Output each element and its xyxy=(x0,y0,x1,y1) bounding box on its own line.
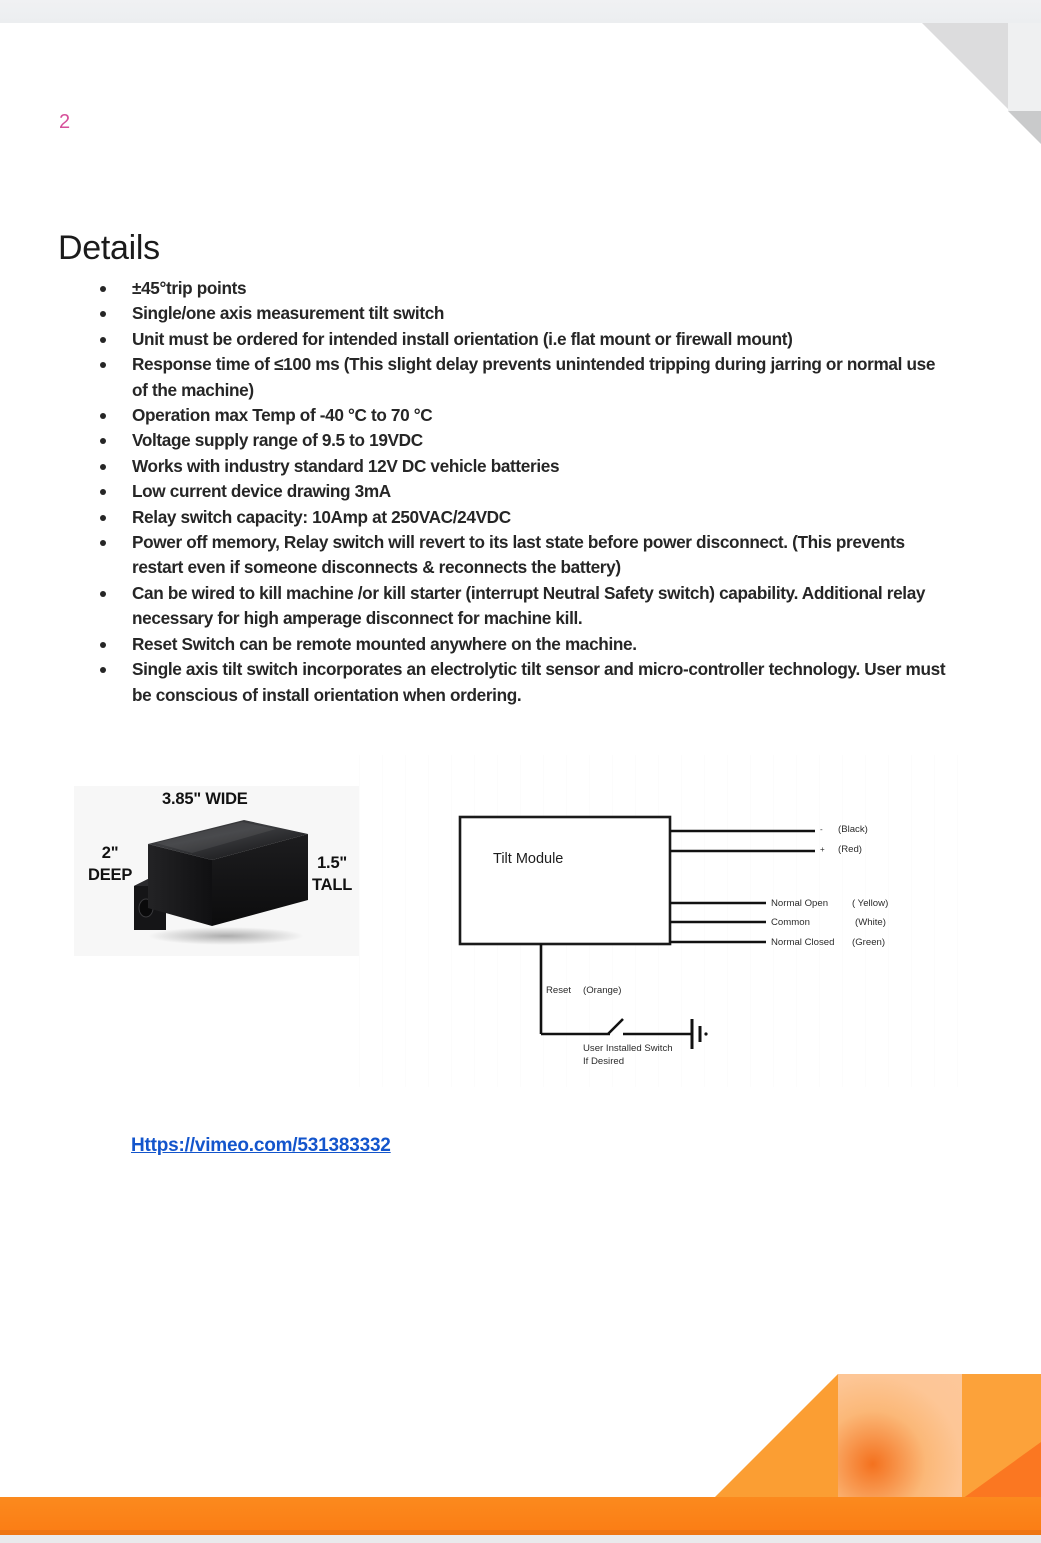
vimeo-link[interactable]: Https://vimeo.com/531383332 xyxy=(131,1135,391,1156)
wire-name-normal-open: Normal Open xyxy=(771,898,829,909)
list-item: Works with industry standard 12V DC vehi… xyxy=(96,454,946,479)
user-switch-note-line1: User Installed Switch xyxy=(583,1043,673,1054)
wire-color-white: (White) xyxy=(855,917,886,928)
footer-bar-shadow xyxy=(0,1530,1041,1535)
page-top-strip xyxy=(0,0,1041,23)
list-item: Single axis tilt switch incorporates an … xyxy=(96,657,946,708)
dimension-depth-value: 2" xyxy=(101,844,119,862)
list-item: Single/one axis measurement tilt switch xyxy=(96,301,946,326)
user-switch-note-line2: If Desired xyxy=(583,1056,625,1067)
dimension-width-label: 3.85" WIDE xyxy=(162,790,248,808)
page-bottom-strip xyxy=(0,1535,1041,1543)
list-item: Operation max Temp of -40 °C to 70 °C xyxy=(96,403,946,428)
list-item: Response time of ≤100 ms (This slight de… xyxy=(96,352,946,403)
list-item: ±45°trip points xyxy=(96,276,946,301)
wire-color-green: (Green) xyxy=(852,937,886,948)
wire-label-red: (Red) xyxy=(838,844,862,855)
wire-color-yellow: ( Yellow) xyxy=(852,898,889,909)
positive-sign-icon: + xyxy=(820,845,825,854)
wire-name-common: Common xyxy=(771,917,810,928)
negative-sign-icon: - xyxy=(820,825,823,834)
wire-name-reset: Reset xyxy=(546,985,572,996)
dimension-height-unit: TALL xyxy=(312,876,353,894)
page-title: Details xyxy=(58,228,160,267)
list-item: Reset Switch can be remote mounted anywh… xyxy=(96,632,946,657)
list-item: Relay switch capacity: 10Amp at 250VAC/2… xyxy=(96,505,946,530)
dimension-height-label: 1.5" TALL xyxy=(312,852,352,896)
page-number: 2 xyxy=(59,111,71,133)
dimension-depth-label: 2" DEEP xyxy=(88,842,132,886)
wire-label-black: (Black) xyxy=(838,824,868,835)
list-item: Can be wired to kill machine /or kill st… xyxy=(96,581,946,632)
tilt-module-label: Tilt Module xyxy=(493,851,564,867)
wire-name-normal-closed: Normal Closed xyxy=(771,937,835,948)
list-item: Power off memory, Relay switch will reve… xyxy=(96,530,946,581)
wiring-diagram: Tilt Module - (Black) + (Red) Normal Ope… xyxy=(359,755,969,1087)
dimension-height-value: 1.5" xyxy=(317,854,348,872)
list-item: Voltage supply range of 9.5 to 19VDC xyxy=(96,428,946,453)
wire-color-orange: (Orange) xyxy=(583,985,622,996)
details-bullet-list: ±45°trip points Single/one axis measurem… xyxy=(96,276,946,708)
wiring-diagram-lines xyxy=(458,815,815,1049)
list-item: Low current device drawing 3mA xyxy=(96,479,946,504)
product-photo: 3.85" WIDE 2" DEEP 1.5" TALL xyxy=(74,786,359,956)
dimension-depth-unit: DEEP xyxy=(88,866,133,884)
enclosure-box-illustration xyxy=(134,820,308,945)
list-item: Unit must be ordered for intended instal… xyxy=(96,327,946,352)
